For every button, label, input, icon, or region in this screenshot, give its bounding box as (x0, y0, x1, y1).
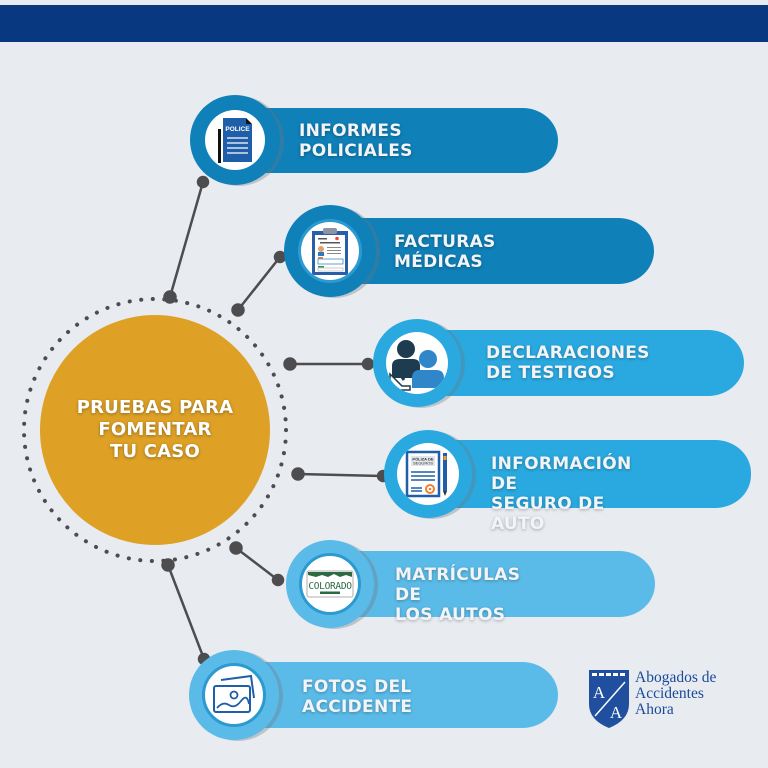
item-banner (430, 440, 751, 508)
icon-ring (373, 319, 461, 407)
svg-text:POLICE: POLICE (225, 126, 250, 133)
central-topic-circle: PRUEBAS PARA FOMENTAR TU CASO (40, 315, 270, 545)
witness-statement-icon (389, 340, 444, 391)
item-label: MATRÍCULAS DE LOS AUTOS (395, 565, 521, 625)
company-name: Abogados de Accidentes Ahora (635, 669, 717, 718)
svg-text:COLORADO: COLORADO (308, 581, 352, 592)
icon-ring: COLORADO (286, 540, 374, 628)
medical-bill-clipboard-icon (312, 228, 348, 275)
icon-ring: POLICE (190, 95, 280, 185)
insurance-policy-icon: PÓLIZA DE SEGUROS (405, 450, 447, 498)
license-plate-icon: COLORADO (306, 570, 354, 598)
svg-text:A: A (593, 683, 606, 702)
header-bar (0, 5, 768, 42)
shield-logo-icon: A A (589, 670, 629, 728)
icon-ring (284, 205, 376, 297)
svg-text:PÓLIZA DE: PÓLIZA DE (412, 457, 434, 462)
photos-icon (213, 674, 255, 713)
item-banner (236, 108, 558, 173)
item-banner (236, 662, 558, 728)
item-label: FOTOS DEL ACCIDENTE (302, 677, 413, 717)
item-banner (332, 551, 655, 617)
icon-ring: PÓLIZA DE SEGUROS (384, 430, 472, 518)
police-report-icon: POLICE (218, 118, 252, 163)
svg-text:SEGUROS: SEGUROS (413, 461, 433, 466)
central-topic-title: PRUEBAS PARA FOMENTAR TU CASO (76, 397, 234, 462)
item-label: FACTURAS MÉDICAS (394, 232, 496, 272)
item-label: INFORMACIÓN DE SEGURO DE AUTO (491, 454, 632, 534)
item-label: DECLARACIONES DE TESTIGOS (486, 343, 650, 383)
item-label: INFORMES POLICIALES (299, 121, 413, 161)
item-banner (418, 330, 744, 396)
company-logo[interactable]: A A Abogados de Accidentes Ahora (587, 668, 716, 730)
icon-ring (189, 650, 279, 740)
item-banner (330, 218, 654, 284)
svg-text:A: A (610, 703, 623, 722)
